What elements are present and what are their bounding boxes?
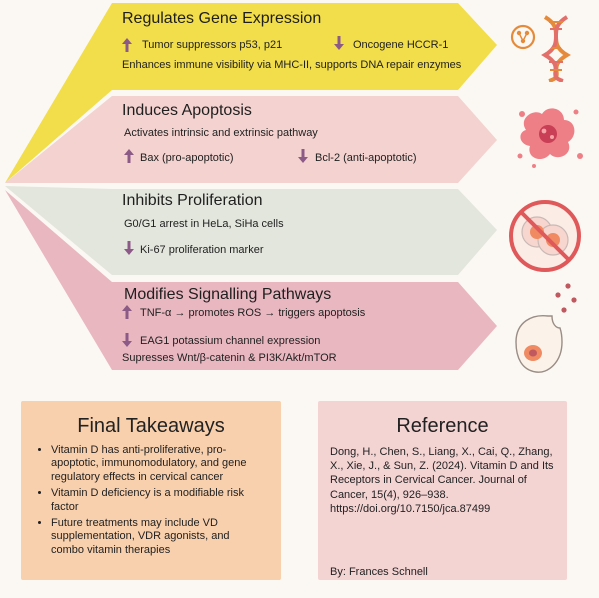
- cell-signal-icon: [515, 283, 577, 373]
- reference-author: By: Frances Schnell: [330, 566, 428, 578]
- down-arrow-icon: [122, 333, 132, 347]
- section-title-apoptosis: Induces Apoptosis: [122, 102, 252, 119]
- proliferation-down-text: Ki-67 proliferation marker: [140, 244, 264, 256]
- takeaways-card: Final Takeaways Vitamin D has anti-proli…: [21, 401, 281, 580]
- takeaways-list: Vitamin D has anti-proliferative, pro-ap…: [35, 444, 263, 557]
- down-arrow-icon: [124, 241, 134, 255]
- dna-icon: [510, 15, 571, 82]
- apoptosis-down-text: Bcl-2 (anti-apoptotic): [315, 152, 417, 164]
- gene-up-text: Tumor suppressors p53, p21: [142, 39, 283, 51]
- section-title-gene-expression: Regulates Gene Expression: [122, 10, 322, 27]
- section-title-proliferation: Inhibits Proliferation: [122, 192, 263, 209]
- down-arrow-icon: [298, 149, 308, 163]
- up-arrow-icon: [122, 38, 132, 52]
- section-title-signalling: Modifies Signalling Pathways: [124, 286, 332, 303]
- reference-card: Reference Dong, H., Chen, S., Liang, X.,…: [318, 401, 567, 580]
- no-cell-division-icon: [509, 200, 581, 272]
- gene-note-text: Enhances immune visibility via MHC-II, s…: [122, 59, 462, 71]
- up-arrow-icon: [122, 305, 132, 319]
- signalling-note-text: Supresses Wnt/β-catenin & PI3K/Akt/mTOR: [122, 352, 337, 364]
- up-arrow-icon: [124, 149, 134, 163]
- takeaway-item: Vitamin D deficiency is a modifiable ris…: [51, 487, 263, 514]
- reference-citation: Dong, H., Chen, S., Liang, X., Cai, Q., …: [330, 446, 554, 515]
- down-arrow-icon: [334, 36, 344, 50]
- apoptosis-note-text: Activates intrinsic and extrinsic pathwa…: [124, 127, 318, 139]
- apoptotic-cell-icon: [517, 108, 583, 168]
- takeaway-item: Vitamin D has anti-proliferative, pro-ap…: [51, 444, 263, 484]
- signalling-down-text: EAG1 potassium channel expression: [140, 335, 321, 347]
- takeaway-item: Future treatments may include VD supplem…: [51, 517, 263, 557]
- signalling-up-text: TNF-α → promotes ROS → triggers apoptosi…: [140, 307, 366, 319]
- takeaways-title: Final Takeaways: [77, 415, 225, 437]
- proliferation-note-text: G0/G1 arrest in HeLa, SiHa cells: [124, 218, 284, 230]
- reference-title: Reference: [396, 415, 489, 437]
- gene-down-text: Oncogene HCCR-1: [353, 39, 449, 51]
- banner-signalling: [5, 190, 497, 370]
- apoptosis-up-text: Bax (pro-apoptotic): [140, 152, 234, 164]
